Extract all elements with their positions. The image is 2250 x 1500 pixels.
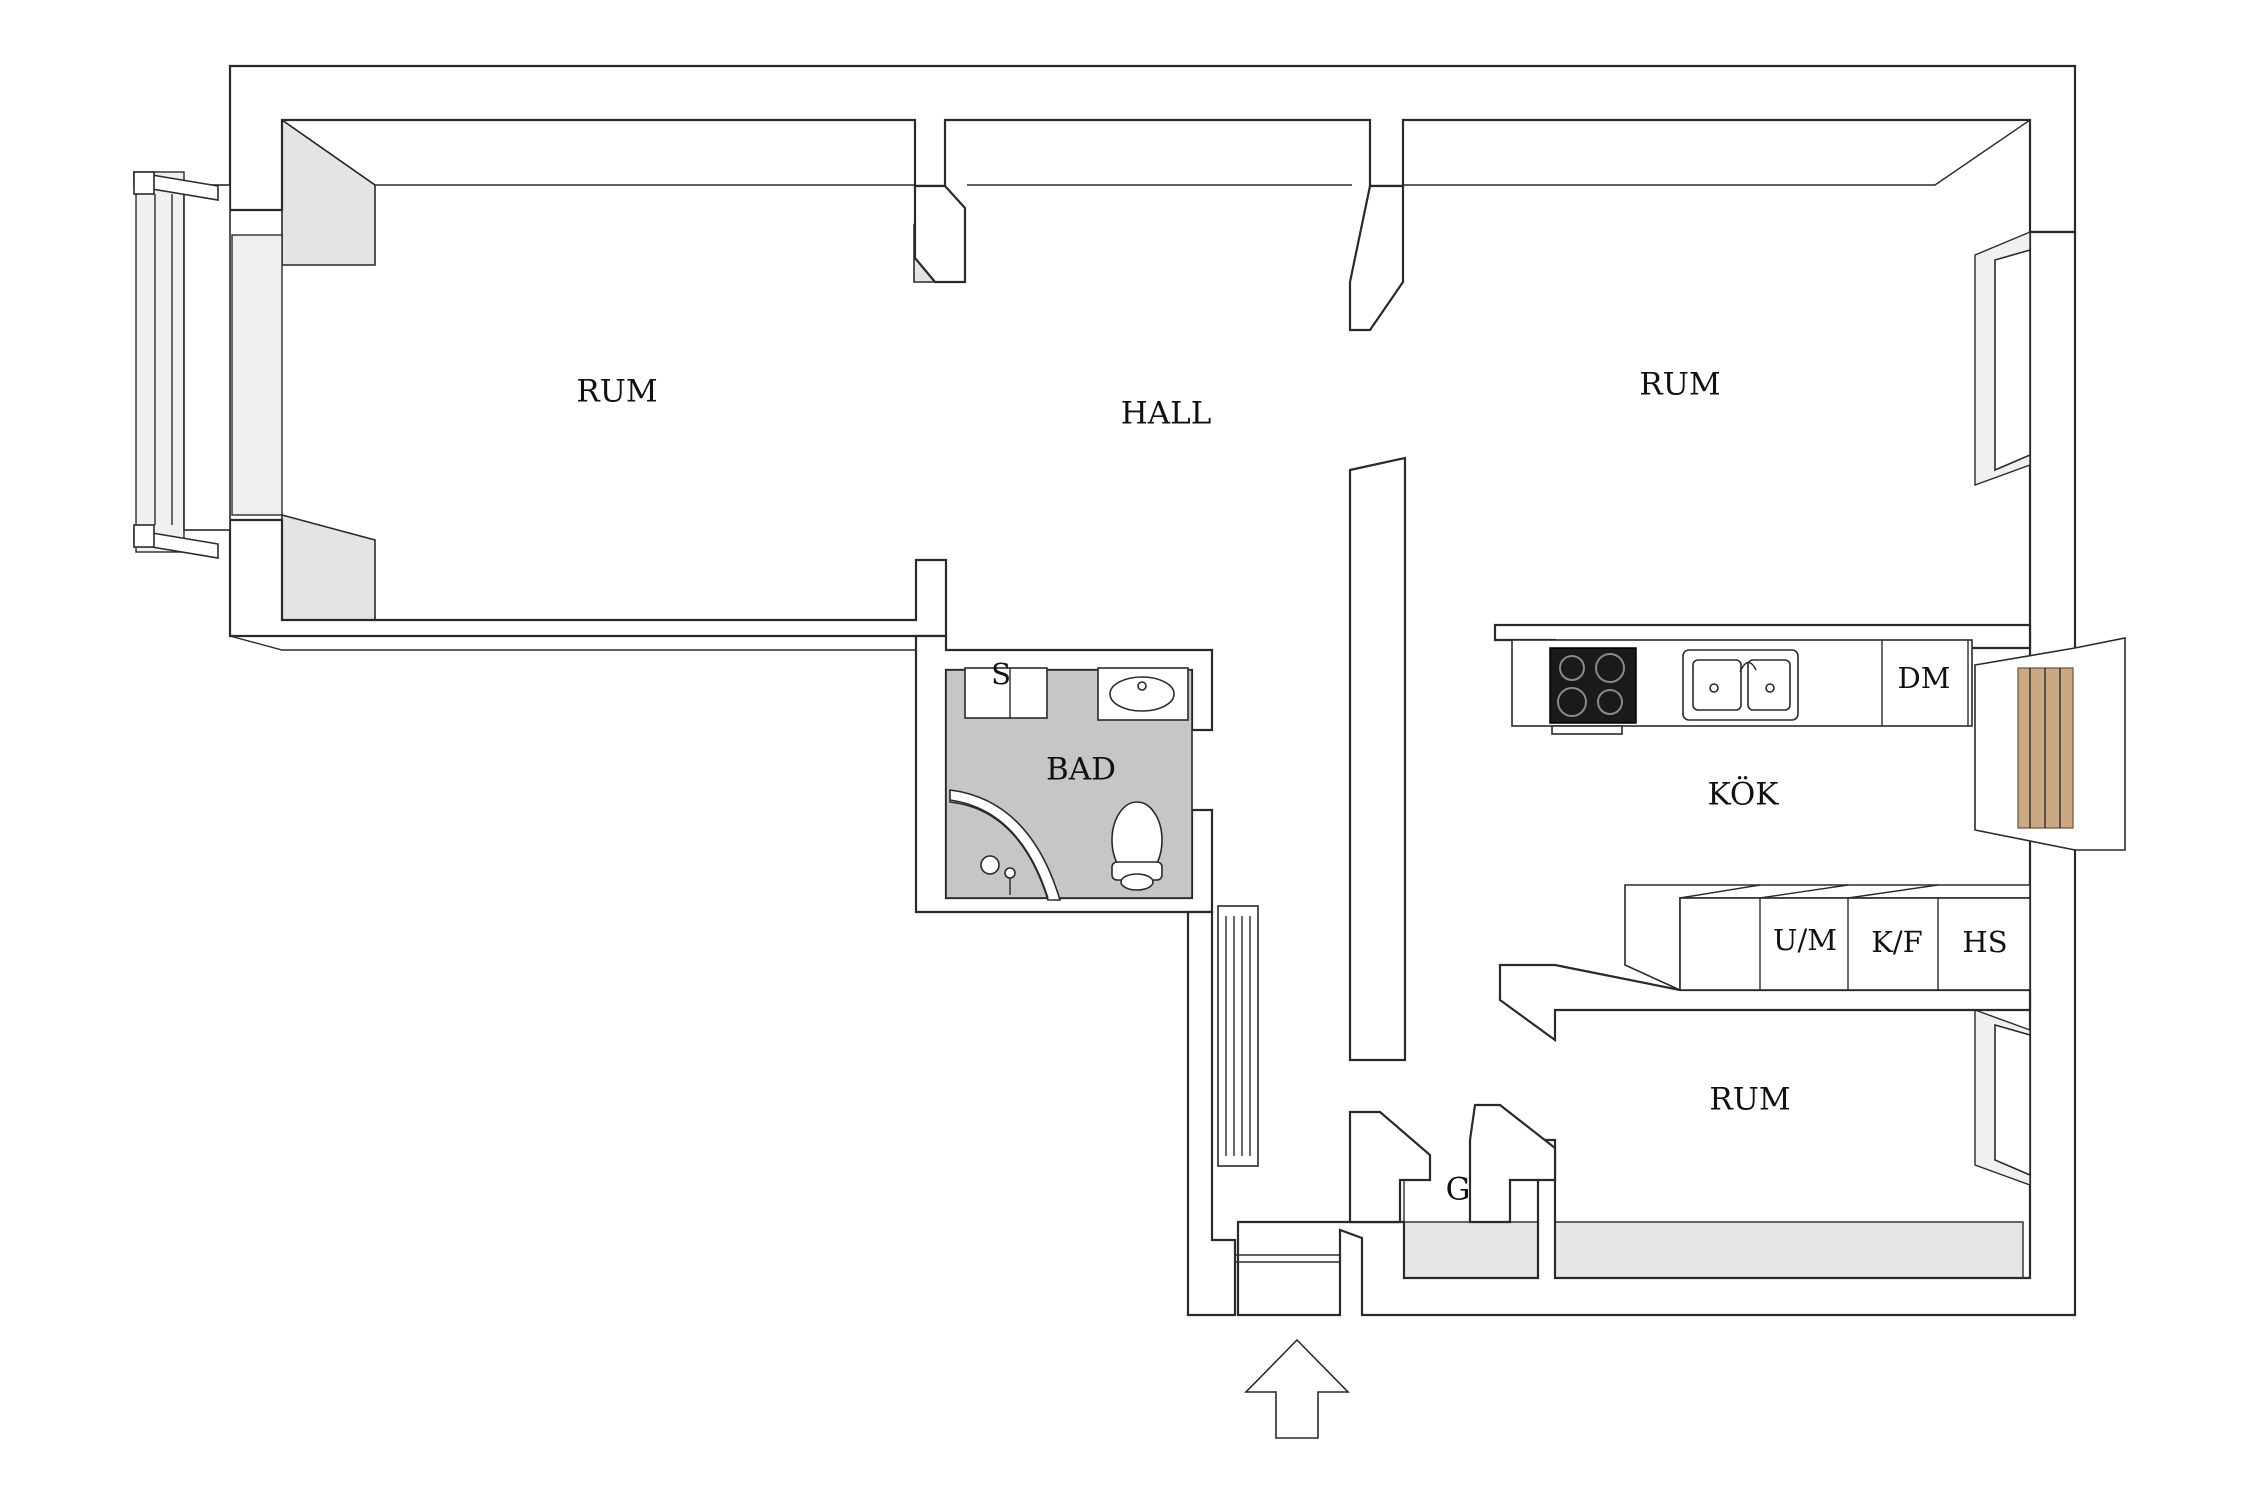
sink-icon	[1682, 649, 1799, 721]
windows	[133, 171, 2126, 1186]
entrance-door	[1235, 1254, 1340, 1263]
radiator-icon	[1217, 905, 1259, 1167]
shower-icon	[949, 789, 1062, 901]
storage-cabinet-icon	[964, 667, 1048, 719]
fixture-label-hs: HS	[1962, 925, 2007, 959]
fixture-label-um: U/M	[1773, 923, 1837, 957]
room-label-hall: HALL	[1121, 396, 1212, 432]
kitchen-counter-top	[1511, 639, 1973, 735]
room-label-rum-right: RUM	[1639, 367, 1720, 403]
room-label-kok: KÖK	[1708, 775, 1780, 813]
toilet-icon	[1111, 801, 1163, 891]
room-label-bad: BAD	[1046, 752, 1116, 788]
fixture-label-s: S	[991, 657, 1011, 691]
room-label-rum-bottom: RUM	[1709, 1082, 1790, 1118]
fixture-label-kf: K/F	[1871, 925, 1923, 959]
arrow-up-icon	[1244, 1338, 1350, 1439]
bathroom	[945, 667, 1193, 901]
kitchen-counter-bottom	[1624, 884, 2031, 992]
room-label-rum-left: RUM	[576, 374, 657, 410]
fixture-label-dm: DM	[1898, 661, 1951, 695]
washbasin-icon	[1097, 667, 1189, 721]
room-label-g: G	[1446, 1172, 1471, 1208]
